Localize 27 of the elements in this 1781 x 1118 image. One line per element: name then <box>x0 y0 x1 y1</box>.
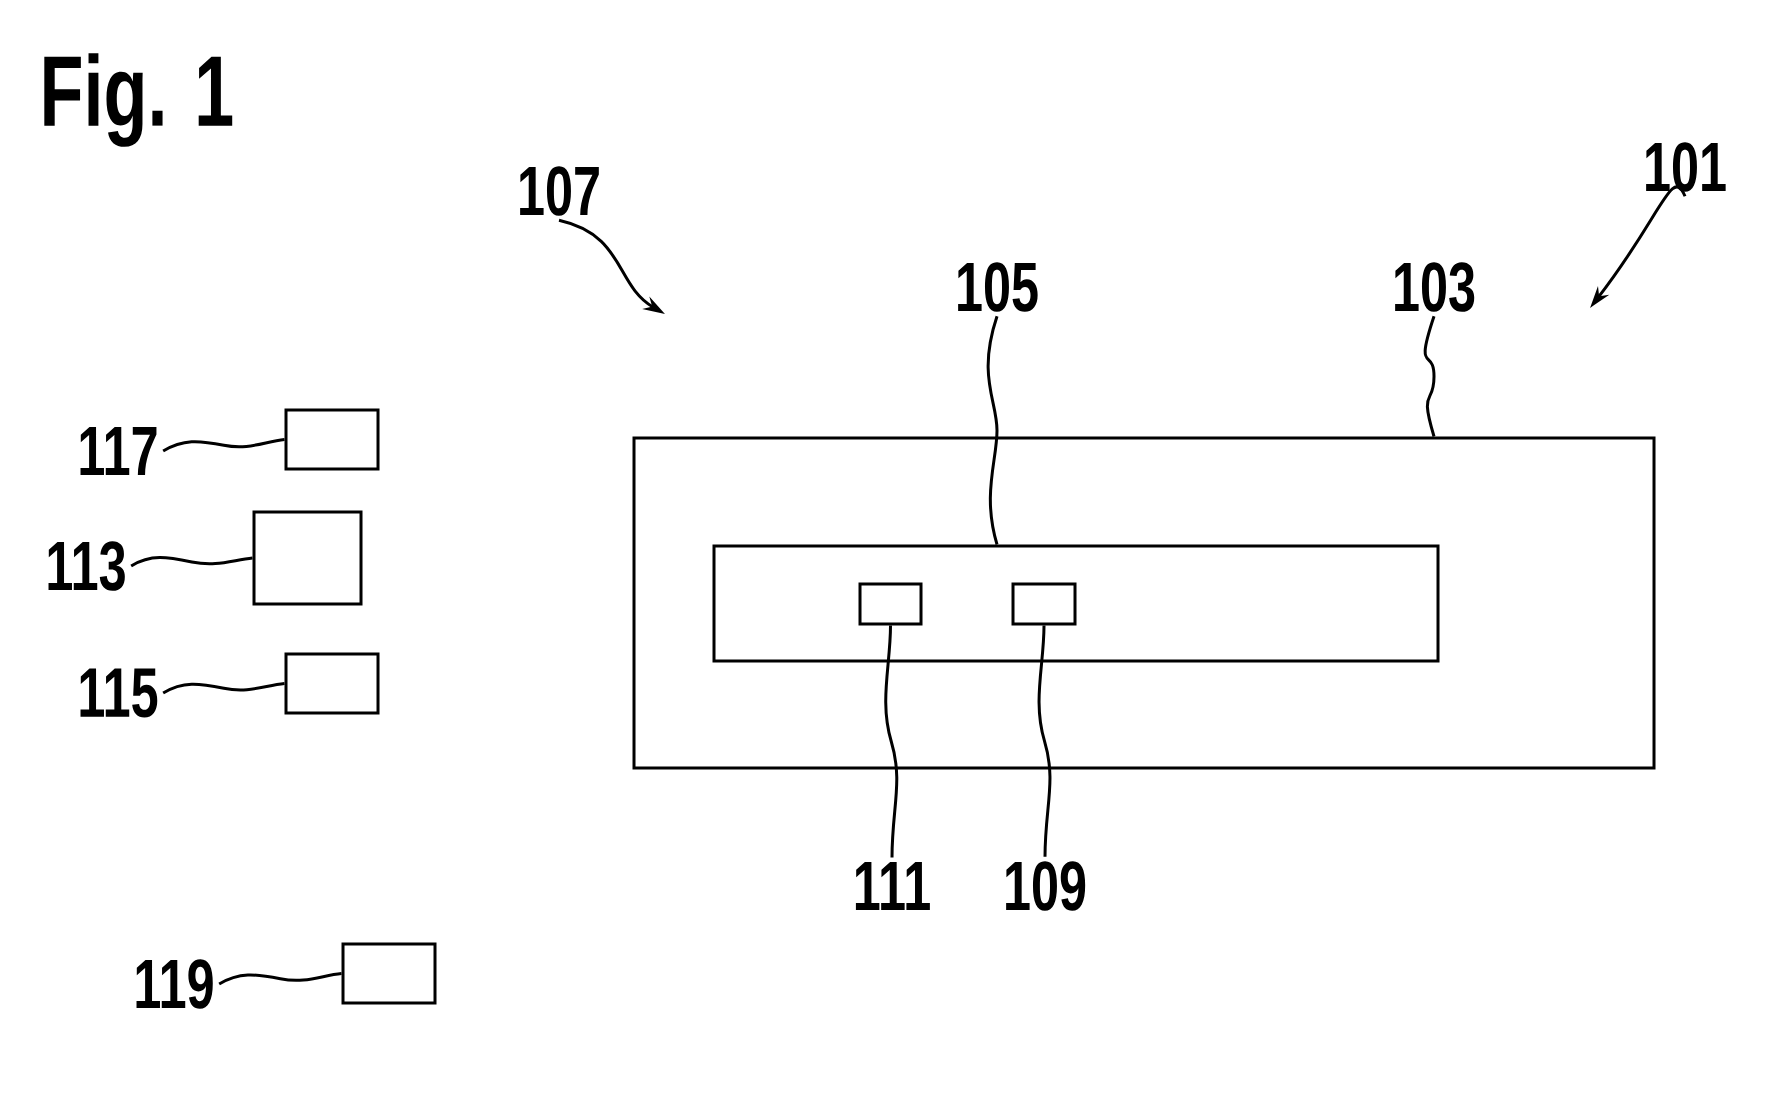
leader-line <box>884 625 899 858</box>
component-box <box>858 582 923 626</box>
reference-numeral: 109 <box>1006 861 1086 911</box>
reference-numeral: 103 <box>1395 262 1475 312</box>
component-box <box>632 436 1656 770</box>
component-box <box>712 544 1440 663</box>
reference-numeral: 105 <box>958 262 1038 312</box>
leader-line <box>162 438 285 453</box>
reference-numeral: 101 <box>1646 142 1726 192</box>
component-box <box>1011 582 1077 626</box>
leader-line <box>218 972 342 986</box>
component-box <box>284 652 380 715</box>
reference-numeral: 119 <box>136 959 213 1009</box>
reference-numeral: 113 <box>48 541 125 591</box>
leader-line <box>986 315 999 545</box>
leader-line <box>162 682 285 695</box>
leader-line <box>1037 625 1052 857</box>
figure-title: Fig. 1 <box>44 53 233 147</box>
leader-line <box>1423 315 1436 437</box>
reference-numeral: 111 <box>855 861 930 911</box>
reference-numeral: 117 <box>80 426 157 476</box>
reference-numeral: 115 <box>80 668 158 718</box>
component-box <box>252 510 363 606</box>
component-box <box>284 408 380 471</box>
reference-numeral: 107 <box>520 166 599 216</box>
leader-line <box>130 556 253 568</box>
component-box <box>341 942 437 1005</box>
